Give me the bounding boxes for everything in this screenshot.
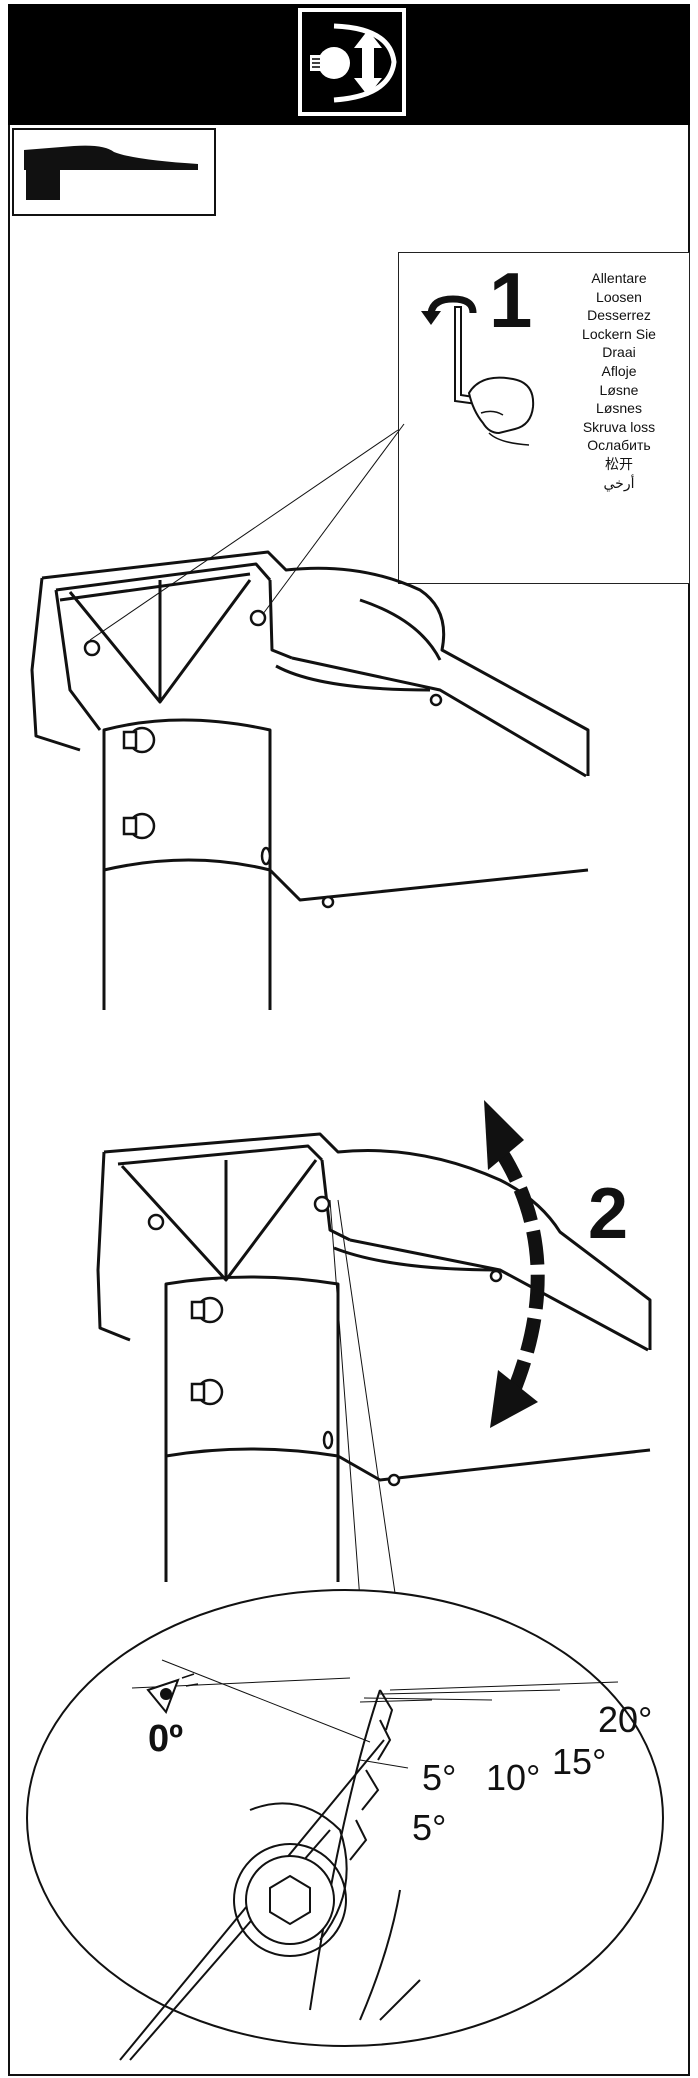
leader-lines [89, 423, 405, 641]
rotate-arrow-icon [421, 295, 477, 325]
translation-item: Afloje [601, 362, 637, 379]
header-divider [8, 122, 690, 125]
tilt-angle-detail [26, 1589, 664, 2061]
step-2-number: 2 [588, 1174, 629, 1254]
fixture-illustration-step2 [96, 1132, 652, 1601]
translation-item: Lockern Sie [582, 325, 656, 342]
fixture-illustration-step1 [30, 550, 590, 1010]
translation-item: Ослабить [587, 437, 651, 454]
step-1-number: 1 [489, 256, 533, 344]
loosen-instruction-box: 1 Allentare Loosen Desserrez Lockern Sie… [398, 252, 690, 584]
angle-label-15: 15° [552, 1741, 607, 1782]
angle-label-5: 5° [422, 1757, 457, 1798]
curved-double-arrow-icon [484, 1100, 545, 1428]
translation-item: Allentare [591, 270, 647, 286]
angle-label-10: 10° [486, 1757, 541, 1798]
angle-label-zero: 0º [148, 1718, 184, 1760]
translation-item: Desserrez [587, 307, 651, 324]
angle-label-20: 20° [598, 1699, 653, 1740]
light-tilt-adjust-icon [298, 8, 406, 116]
hex-key-icon [454, 306, 535, 446]
loosen-translations-list: Allentare Loosen Desserrez Lockern Sie D… [549, 269, 689, 492]
angle-label-5-below: 5° [412, 1807, 447, 1848]
product-profile-icon [24, 145, 198, 200]
translation-item: Skruva loss [582, 418, 656, 435]
translation-item: Løsne [599, 381, 639, 398]
translation-item: 松开 [605, 455, 633, 472]
translation-item: Loosen [596, 288, 642, 305]
translation-item: أرخي [603, 474, 635, 491]
product-profile-box [12, 128, 216, 216]
translation-item: Draai [602, 344, 636, 361]
eye-icon [146, 1673, 199, 1714]
translation-item: Løsnes [596, 400, 642, 417]
